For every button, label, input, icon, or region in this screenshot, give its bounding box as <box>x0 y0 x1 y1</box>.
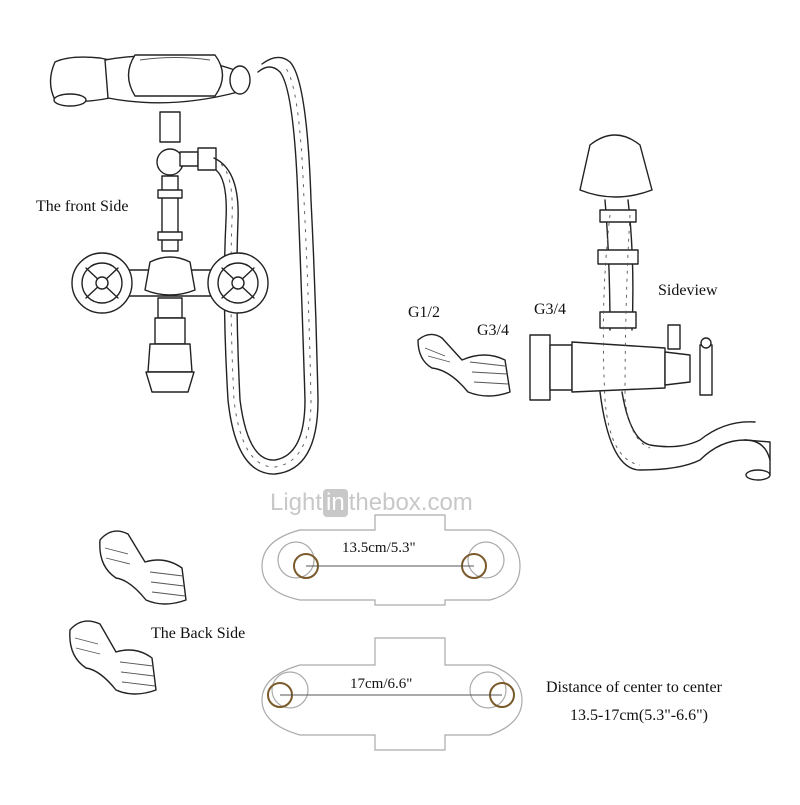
side-view-hose <box>602 214 651 466</box>
watermark-part3: thebox.com <box>348 489 473 516</box>
distance-caption-line2: 13.5-17cm(5.3"-6.6") <box>570 707 708 724</box>
label-thread-g34-body: G3/4 <box>534 301 566 318</box>
label-thread-g34-adapter: G3/4 <box>477 322 509 339</box>
cradle-stem <box>156 111 217 252</box>
wall-plate-min <box>261 514 521 606</box>
label-thread-g12: G1/2 <box>408 304 440 321</box>
watermark-part2: in <box>323 489 348 517</box>
adapter-back-upper <box>99 530 187 605</box>
label-back-side: The Back Side <box>151 625 246 642</box>
adapter-back-lower <box>69 620 157 695</box>
bath-spout-front <box>145 297 195 393</box>
label-front-side: The front Side <box>36 198 129 215</box>
hand-shower-head <box>49 54 251 107</box>
wall-plate-max <box>261 637 523 751</box>
label-sideview: Sideview <box>658 282 718 299</box>
side-view-faucet <box>529 134 771 481</box>
adapter-elbow-top <box>417 333 511 397</box>
watermark-part1: Light <box>270 489 323 516</box>
measurement-min: 13.5cm/5.3" <box>342 540 416 556</box>
left-cross-handle <box>71 252 133 314</box>
right-cross-handle <box>207 252 269 314</box>
measurement-max: 17cm/6.6" <box>350 676 413 692</box>
distance-caption-line1: Distance of center to center <box>546 679 722 696</box>
